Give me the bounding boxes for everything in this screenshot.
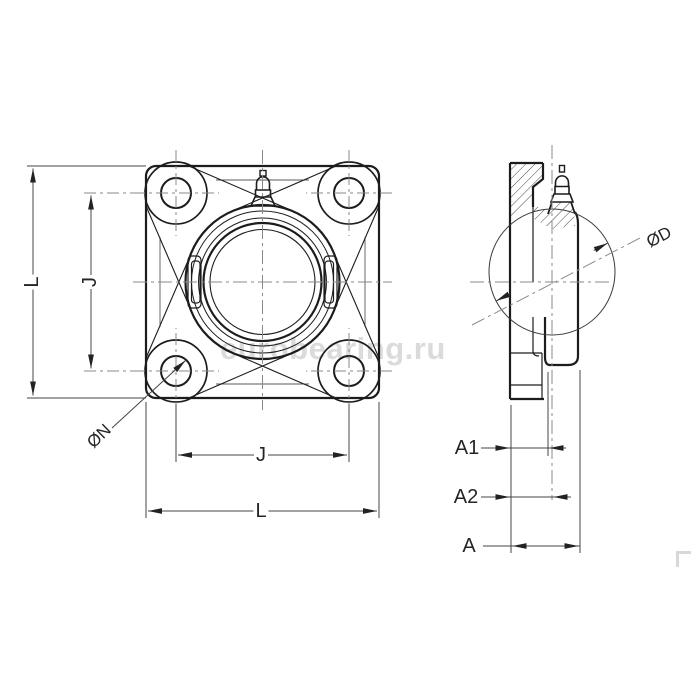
grease-boss-sides (547, 201, 576, 215)
sphere-diameter-axis (471, 236, 643, 326)
section-hatching (510, 163, 575, 229)
front-view (132, 149, 393, 415)
watermark-text: eurobearing.ru (220, 331, 446, 366)
grease-fitting-side-icon (549, 164, 575, 203)
flange-section-outline (508, 161, 545, 401)
dim-label-A2: A2 (451, 486, 481, 508)
watermark-fragment (676, 551, 691, 567)
front-centerlines (133, 150, 392, 410)
dim-label-J-left: J (79, 275, 101, 289)
bolt-hole-lug (133, 150, 296, 313)
side-centerlines (470, 145, 643, 500)
side-view (470, 145, 643, 500)
dim-label-L-left: L (21, 274, 43, 290)
dim-arrows-D (496, 291, 511, 302)
dim-label-A1: A1 (452, 437, 482, 459)
front-dimensions (27, 165, 380, 518)
dim-label-A: A (460, 535, 478, 557)
side-dimensions (481, 242, 608, 553)
dim-label-J-bottom: J (254, 444, 268, 466)
flange-section-details (510, 207, 543, 399)
dim-label-L-bottom: L (253, 500, 269, 522)
leader-line-N (111, 360, 186, 429)
housing-profile (543, 211, 580, 367)
